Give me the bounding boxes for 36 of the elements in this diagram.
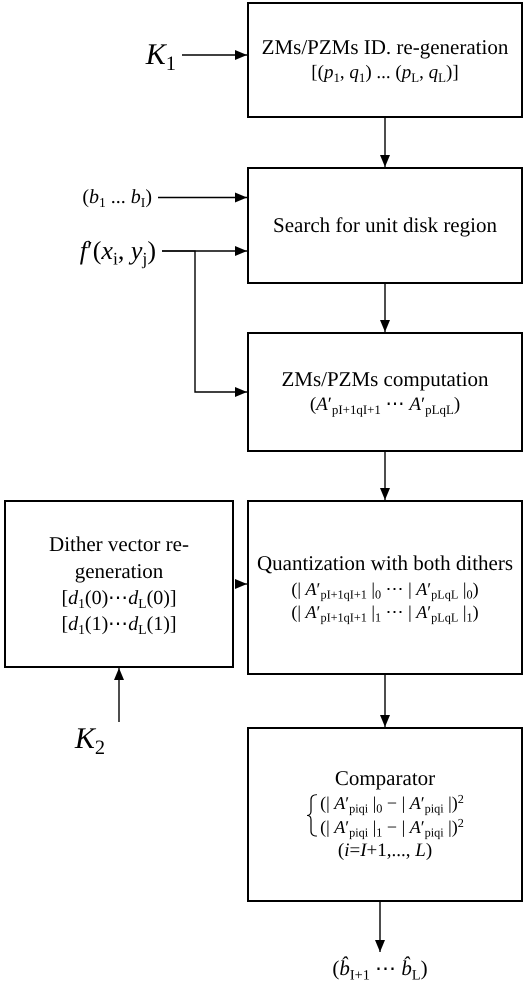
box-title: Quantization with both dithers bbox=[256, 550, 514, 578]
arrow bbox=[158, 192, 247, 202]
box-title: Dither vector re-generation bbox=[48, 530, 190, 585]
input-label: K$_{1}$ bbox=[110, 38, 176, 72]
input-label: f′(x$_{i}$, y$_{j}$) bbox=[10, 236, 156, 266]
process-box bbox=[247, 332, 523, 452]
arrow bbox=[182, 50, 247, 60]
box-title: Comparator bbox=[334, 765, 436, 792]
formula: (i=I+1,..., L) bbox=[338, 840, 432, 864]
box-title: Search for unit disk region bbox=[273, 212, 497, 239]
arrow bbox=[380, 284, 390, 332]
input-label: K$_{2}$ bbox=[60, 722, 120, 756]
formula: [(p$_{1}$, q$_{1}$) ... (p$_{L}$, q$_{L}$)] bbox=[311, 61, 459, 86]
arrow bbox=[375, 902, 385, 952]
box-title: ZMs/PZMs ID. re-generation bbox=[262, 34, 508, 61]
formula: [d$_{1}$(0)⋯d$_{L}$(0)] bbox=[61, 586, 177, 612]
process-box bbox=[247, 500, 523, 675]
formula: (| A′$_{piqi}$ |$_{0}$ − | A′$_{piqi}$ |)$^{2}$ bbox=[320, 792, 464, 816]
arrow bbox=[380, 675, 390, 727]
formula: (| A′$_{pI+1qI+1}$ |$_{0}$ ⋯ | A′$_{pLqL}$ |$_{0}$) bbox=[291, 578, 479, 602]
arrow bbox=[162, 250, 247, 397]
formula: (A′$_{pI+1qI+1}$ ⋯ A′$_{pLqL}$) bbox=[310, 393, 460, 418]
process-box bbox=[247, 2, 523, 118]
arrow bbox=[380, 452, 390, 500]
arrow bbox=[380, 118, 390, 167]
input-label: (b̂$_{I+1}$ ⋯ b̂$_{L}$) bbox=[285, 956, 475, 981]
arrow bbox=[114, 668, 124, 722]
input-label: (b$_{1}$ ... b$_{I}$) bbox=[30, 186, 152, 209]
arrow bbox=[235, 579, 247, 589]
formula: [d$_{1}$(1)⋯d$_{L}$(1)] bbox=[61, 612, 177, 638]
process-box bbox=[4, 500, 234, 668]
formula: (| A′$_{piqi}$ |$_{1}$ − | A′$_{piqi}$ |)$^{2}$ bbox=[320, 816, 464, 840]
formula: (| A′$_{pI+1qI+1}$ |$_{1}$ ⋯ | A′$_{pLqL}$ |$_{1}$) bbox=[291, 602, 479, 625]
box-title: ZMs/PZMs computation bbox=[281, 366, 489, 393]
process-box bbox=[247, 727, 523, 902]
process-box bbox=[247, 167, 523, 284]
